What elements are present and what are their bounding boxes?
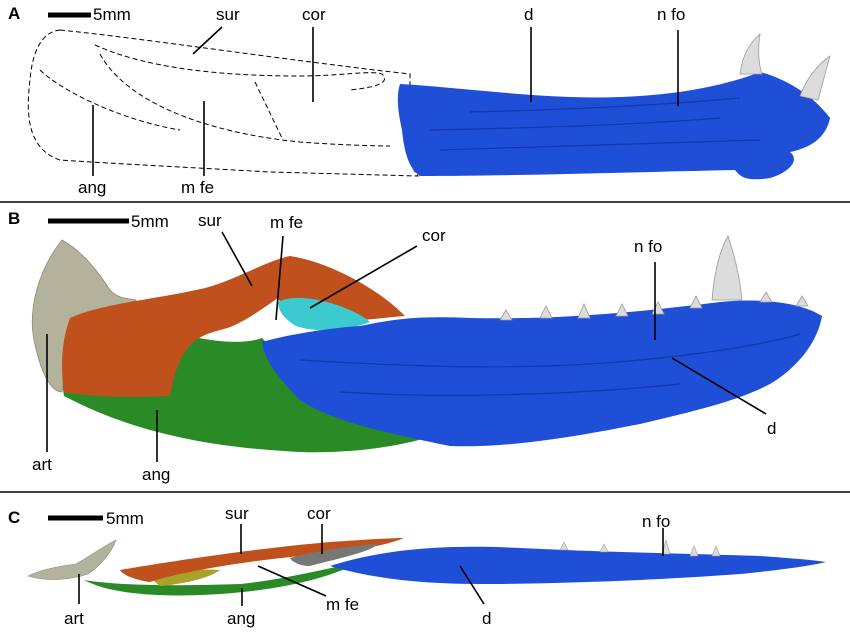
- panel-b: B 5mm sur m fe cor: [8, 209, 822, 484]
- panel-a: A 5mm sur cor d n fo ang m fe: [8, 4, 831, 197]
- tooth-a-1: [739, 33, 763, 75]
- tooth-b-8: [795, 295, 809, 307]
- scale-label-b: 5mm: [131, 212, 169, 231]
- tooth-b-6: [689, 295, 703, 309]
- dentary-b: [262, 300, 822, 447]
- label-c-mfe: m fe: [326, 595, 359, 614]
- leader-a-sur: [192, 26, 223, 55]
- dentary-a: [397, 72, 830, 180]
- coronoid-b: [278, 297, 370, 331]
- label-c-sur: sur: [225, 504, 249, 523]
- label-c-art: art: [64, 609, 84, 628]
- label-b-ang: ang: [142, 465, 170, 484]
- tooth-b-3: [577, 302, 591, 319]
- panel-letter-a: A: [8, 4, 20, 23]
- label-a-mfe: m fe: [181, 178, 214, 197]
- label-b-art: art: [32, 455, 52, 474]
- label-b-sur: sur: [198, 211, 222, 230]
- leader-b-sur: [221, 231, 253, 287]
- label-c-d: d: [482, 609, 491, 628]
- dentary-b-texture: [299, 333, 801, 396]
- tooth-b-large: [711, 235, 743, 301]
- label-c-ang: ang: [227, 609, 255, 628]
- tooth-a-2: [799, 55, 831, 101]
- label-a-nfo: n fo: [657, 5, 685, 24]
- leader-b-mfe: [275, 235, 284, 321]
- label-a-sur: sur: [216, 5, 240, 24]
- teeth-b: [499, 235, 809, 321]
- tooth-b-5: [651, 301, 665, 315]
- tooth-b-7: [759, 291, 773, 303]
- panel-c: C 5mm sur cor n fo art ang: [8, 504, 826, 628]
- panel-letter-b: B: [8, 209, 20, 228]
- surangular-b: [62, 256, 405, 397]
- label-a-d: d: [524, 5, 533, 24]
- fragment-c: [150, 569, 220, 586]
- articular-c: [27, 539, 117, 580]
- label-c-nfo: n fo: [642, 512, 670, 531]
- tooth-c-4: [599, 543, 609, 553]
- tooth-b-4: [615, 303, 629, 317]
- tooth-c-1: [661, 538, 671, 555]
- label-c-cor: cor: [307, 504, 331, 523]
- dashed-reconstruction: [27, 29, 420, 177]
- tooth-b-2: [539, 305, 553, 319]
- leader-c-mfe: [257, 565, 327, 597]
- leader-c-d: [459, 565, 485, 605]
- tooth-c-2: [689, 545, 699, 557]
- tooth-c-3: [711, 545, 721, 557]
- label-b-mfe: m fe: [270, 213, 303, 232]
- tooth-b-1: [499, 309, 513, 321]
- label-b-nfo: n fo: [634, 237, 662, 256]
- label-b-cor: cor: [422, 226, 446, 245]
- teeth-c: [559, 538, 721, 557]
- label-b-d: d: [767, 419, 776, 438]
- angular-c: [84, 562, 360, 596]
- label-a-cor: cor: [302, 5, 326, 24]
- panel-letter-c: C: [8, 508, 20, 527]
- dentary-a-texture: [429, 97, 761, 151]
- leader-b-cor: [309, 245, 418, 309]
- surangular-c: [120, 538, 404, 582]
- scale-label-c: 5mm: [106, 509, 144, 528]
- dentary-c: [330, 546, 826, 584]
- coronoid-c: [290, 544, 378, 566]
- scale-label-a: 5mm: [93, 5, 131, 24]
- label-a-ang: ang: [78, 178, 106, 197]
- leader-b-d: [671, 357, 767, 415]
- tooth-c-5: [559, 541, 569, 551]
